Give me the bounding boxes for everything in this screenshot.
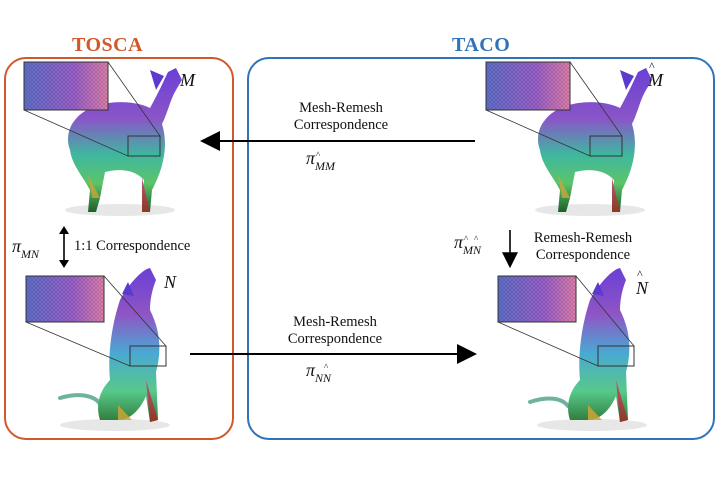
dog-mesh-M-hat xyxy=(535,68,652,216)
bottom-arrow-label: Mesh-Remesh Correspondence xyxy=(287,314,383,347)
left-arrow-label: 1:1 Correspondence xyxy=(74,238,191,254)
label-M: M xyxy=(180,70,195,90)
bottom-arrow-pi: πNN xyxy=(306,360,331,386)
tosca-title: TOSCA xyxy=(72,34,144,56)
label-M-hat: M xyxy=(648,59,663,91)
zoom-inset-M-hat xyxy=(485,61,623,157)
top-arrow-pi: πMM xyxy=(306,148,335,174)
taco-title: TACO xyxy=(452,34,511,56)
label-N: N xyxy=(164,272,177,292)
dog-mesh-N-hat xyxy=(528,268,647,431)
label-N-hat: N xyxy=(636,267,648,299)
dog-mesh-N xyxy=(58,268,170,431)
top-arrow-label: Mesh-Remesh Correspondence xyxy=(293,100,389,133)
tosca-panel xyxy=(4,57,234,440)
zoom-inset-M xyxy=(23,61,161,157)
arrow-left-double xyxy=(59,226,69,268)
taco-panel xyxy=(247,57,715,440)
zoom-inset-N-hat xyxy=(497,275,635,367)
zoom-inset-N xyxy=(25,275,167,367)
right-arrow-label: Remesh-Remesh Correspondence xyxy=(533,230,633,263)
left-arrow-pi: πMN xyxy=(12,236,40,261)
dog-mesh-M xyxy=(65,68,182,216)
right-arrow-pi: πMN xyxy=(454,232,481,258)
